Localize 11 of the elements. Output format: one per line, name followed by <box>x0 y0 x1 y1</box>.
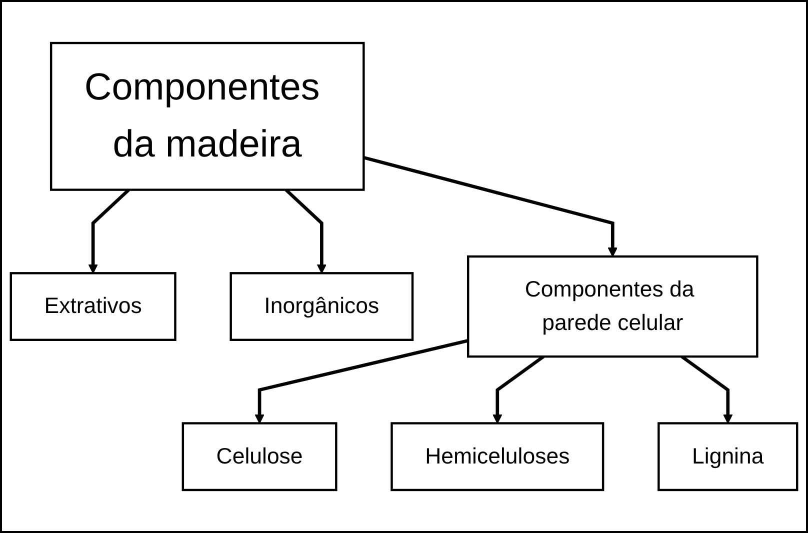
node-box: Celulose <box>182 422 338 492</box>
node-box: Extrativos <box>10 272 176 341</box>
node-box: Hemiceluloses <box>390 422 604 492</box>
node-box: Componentes da parede celular <box>467 255 758 358</box>
node-box: Lignina <box>658 422 798 492</box>
arrow <box>88 188 130 274</box>
arrow <box>284 188 327 274</box>
arrow <box>254 339 468 424</box>
node-box: Inorgânicos <box>230 272 414 341</box>
node-box: Componentes da madeira <box>50 42 365 191</box>
arrow <box>363 156 618 257</box>
